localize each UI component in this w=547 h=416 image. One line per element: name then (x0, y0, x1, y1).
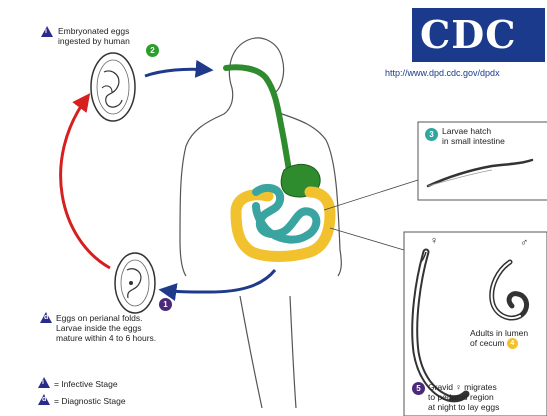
cdc-url-link[interactable]: http://www.dpd.cdc.gov/dpdx (385, 68, 500, 78)
cdc-logo: CDC (412, 8, 545, 62)
diagnostic-stage-marker: d (40, 312, 52, 323)
deposition-arrow (162, 270, 275, 292)
infective-stage-marker: i (41, 26, 53, 37)
perianal-egg-icon (115, 253, 155, 313)
step-2-badge: 2 (146, 44, 159, 57)
step-perianal-label: Eggs on perianal folds. Larvae inside th… (56, 313, 156, 343)
step-4-badge: 4 (507, 338, 518, 349)
esophagus (226, 67, 290, 176)
step-migration-label: Gravid ♀ migrates to perianal region at … (428, 382, 499, 412)
step-3-badge: 3 (425, 128, 438, 141)
autoinfection-arrow (61, 96, 110, 268)
legend-diagnostic-label: = Diagnostic Stage (54, 396, 126, 406)
male-symbol: ♂ (520, 238, 528, 248)
adult-connector (330, 228, 404, 250)
embryonated-egg-icon (91, 53, 135, 121)
ingestion-arrow (145, 69, 210, 76)
step-5-badge: 5 (412, 382, 425, 395)
legend-infective-label: = Infective Stage (54, 379, 118, 389)
step-ingestion-label: Embryonated eggs ingested by human (58, 26, 130, 46)
legend-infective-icon: i (38, 377, 50, 388)
step-1-badge: 1 (159, 298, 172, 311)
step-adults-label: Adults in lumen of cecum 4 (470, 328, 528, 349)
female-symbol: ♀ (430, 236, 438, 246)
step-hatch-label: Larvae hatch in small intestine (442, 126, 505, 146)
larva-connector (324, 180, 418, 210)
legend-diagnostic-icon: d (38, 394, 50, 405)
